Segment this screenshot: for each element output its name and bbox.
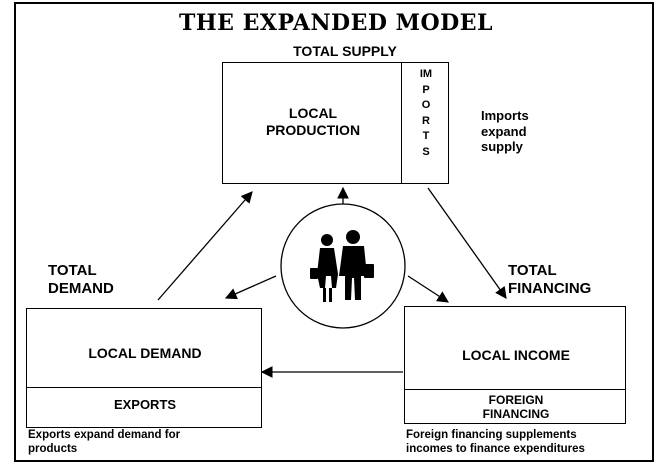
arrow-center-to-income [407,275,449,303]
foreign-financing-divider [405,389,625,390]
imports-note: Imports expand supply [481,108,529,155]
exports-note: Exports expand demand for products [28,429,181,455]
local-production-box: LOCAL PRODUCTION [222,62,402,184]
diagram-frame [14,2,654,462]
total-supply-caption: TOTAL SUPPLY [293,43,397,59]
exports-label: EXPORTS [113,397,177,412]
exports-divider [27,387,261,388]
total-financing-caption: TOTAL FINANCING [508,262,592,297]
local-demand-box: LOCAL DEMAND EXPORTS [26,308,262,428]
foreign-financing-label: FOREIGN FINANCING [482,393,550,422]
arrow-center-to-demand [224,275,277,300]
total-demand-caption: TOTAL DEMAND [48,262,114,297]
local-income-box: LOCAL INCOME FOREIGN FINANCING [404,306,626,424]
local-demand-label: LOCAL DEMAND [88,345,202,361]
arrow-demand-to-production [157,191,253,301]
foreign-financing-note: Foreign financing supplements incomes to… [406,429,585,455]
local-income-label: LOCAL INCOME [462,347,570,363]
local-production-label: LOCAL PRODUCTION [265,105,361,138]
imports-label: IM P O R T S [419,68,433,158]
diagram-title: THE EXPANDED MODEL [179,10,493,36]
imports-box: IM P O R T S [401,62,449,184]
arrow-production-to-financing [427,187,507,299]
